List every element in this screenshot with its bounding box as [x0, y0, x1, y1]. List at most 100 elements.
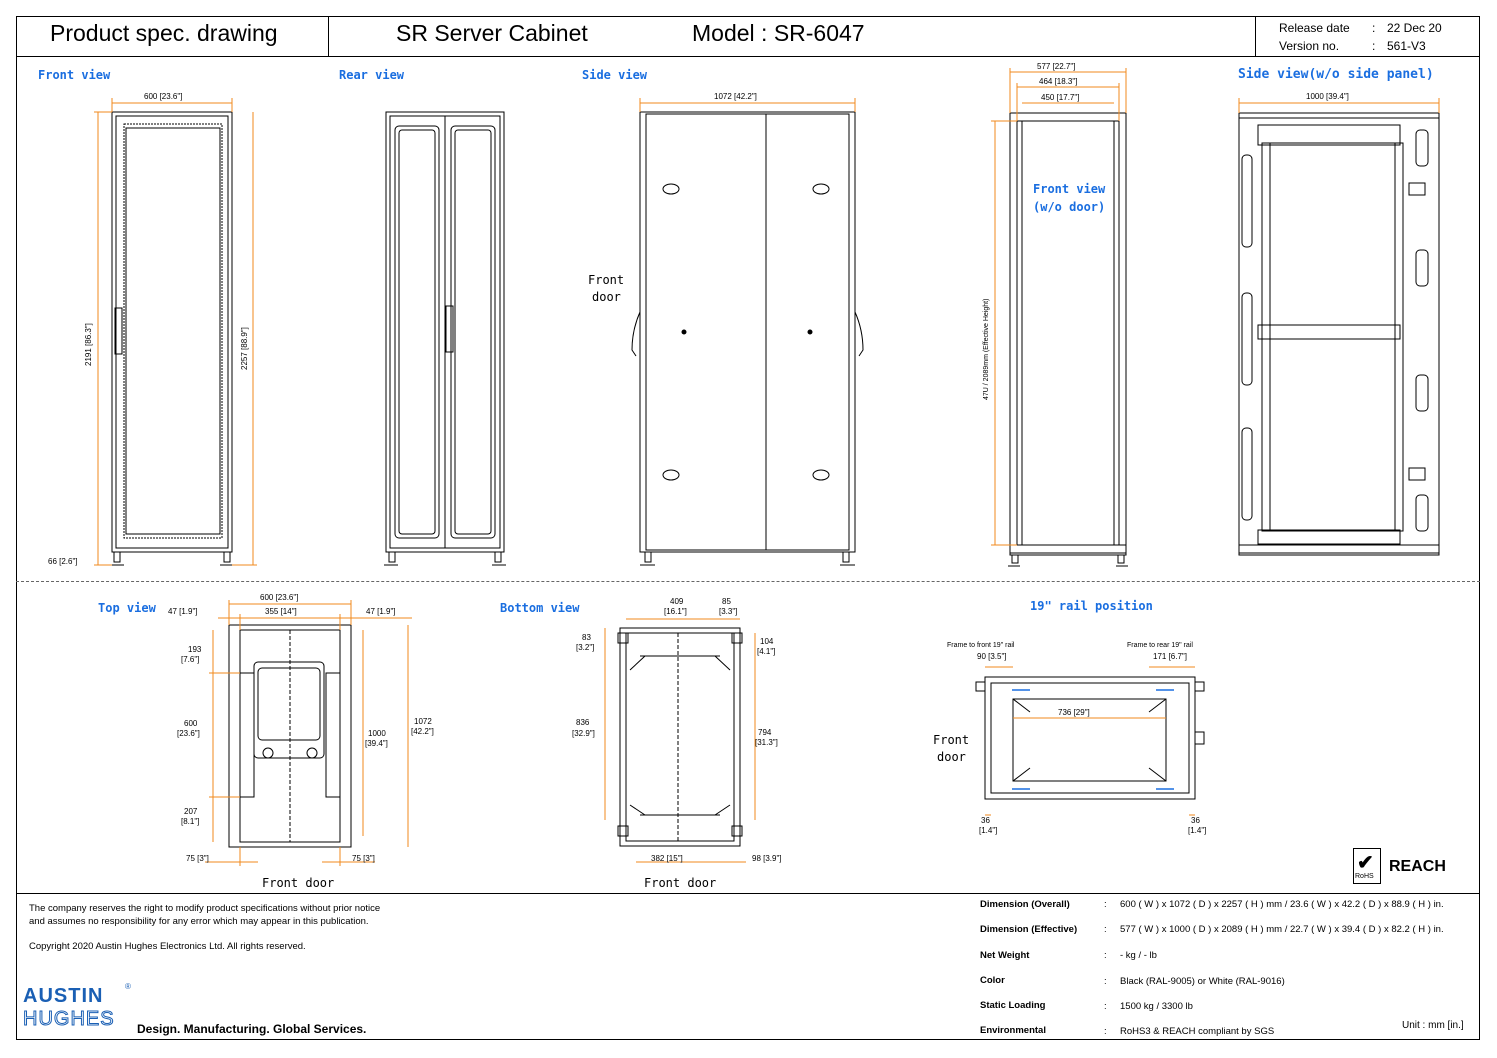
dim-text: 2191 [86.3"]: [84, 323, 93, 366]
dim-text: 75 [3"]: [352, 854, 375, 863]
dim-text: 409: [670, 597, 684, 606]
dim-text: 207: [184, 807, 198, 816]
version-sep: :: [1372, 39, 1376, 53]
dim-text: Frame to front 19" rail: [947, 642, 1015, 649]
dim-text: 171 [6.7"]: [1153, 652, 1187, 661]
dim-text: 36: [1191, 816, 1200, 825]
rohs-icon: ✔ RoHS: [1353, 848, 1381, 884]
dim-text: 600: [184, 719, 198, 728]
version-value: 561-V3: [1387, 39, 1426, 53]
bottom-view-label: Bottom view: [500, 601, 580, 615]
section-divider: [16, 581, 1480, 582]
spec-sep: :: [1104, 899, 1107, 910]
logo-registered: ®: [125, 982, 131, 991]
dim-text: [8.1"]: [181, 817, 200, 826]
rail-front-label: Front: [933, 733, 970, 747]
spec-value: - kg / - lb: [1120, 950, 1157, 961]
header-divider: [1255, 16, 1256, 57]
logo-austin: AUSTIN: [23, 985, 104, 1007]
dim-text: [1.4"]: [1188, 826, 1207, 835]
spec-label: Dimension (Overall): [980, 899, 1070, 910]
side-view-no-panel-label: Side view(w/o side panel): [1238, 67, 1434, 82]
spec-label: Dimension (Effective): [980, 924, 1078, 935]
dim-text: 47 [1.9"]: [168, 607, 198, 616]
release-sep: :: [1372, 21, 1376, 35]
front-view-no-door-label: Front view: [1033, 182, 1106, 196]
spec-value: 1500 kg / 3300 lb: [1120, 1001, 1193, 1012]
bottom-front-door-label: Front door: [644, 876, 717, 890]
dim-text: [16.1"]: [664, 607, 687, 616]
spec-sep: :: [1104, 1026, 1107, 1037]
dim-text: [7.6"]: [181, 655, 200, 664]
doc-title: Product spec. drawing: [50, 20, 278, 46]
spec-value: 600 ( W ) x 1072 ( D ) x 2257 ( H ) mm /…: [1120, 899, 1444, 910]
header-bar: [16, 16, 1480, 57]
dim-text: 1000 [39.4"]: [1306, 92, 1349, 101]
sheet-border: [16, 16, 1480, 1040]
side-view-no-panel-cabinet: [1238, 112, 1440, 556]
spec-sep: :: [1104, 976, 1107, 987]
side-view-label: Side view: [582, 68, 648, 82]
spec-value: Black (RAL-9005) or White (RAL-9016): [1120, 976, 1285, 987]
rail-door-label: door: [937, 750, 966, 764]
release-value: 22 Dec 20: [1387, 21, 1442, 35]
dim-text: 47 [1.9"]: [366, 607, 396, 616]
dim-text: 736 [29"]: [1058, 708, 1090, 717]
rear-view-cabinet: [384, 111, 506, 566]
dim-text: 2257 [88.9"]: [240, 327, 249, 370]
dim-text: 1072: [414, 717, 432, 726]
front-view-label: Front view: [38, 68, 111, 82]
footer-divider: [16, 893, 1480, 894]
front-view-cabinet: [110, 111, 234, 566]
rail-markers: [1012, 689, 1174, 790]
spec-label: Net Weight: [980, 950, 1030, 961]
dim-text: [32.9"]: [572, 729, 595, 738]
header-divider: [328, 16, 329, 57]
dim-text: [39.4"]: [365, 739, 388, 748]
dimension-lines: [94, 68, 1440, 866]
side-front-label: Front: [588, 273, 625, 287]
dim-text: 1000: [368, 729, 386, 738]
dim-text: 1072 [42.2"]: [714, 92, 757, 101]
dim-text: 90 [3.5"]: [977, 652, 1007, 661]
dim-text: 836: [576, 718, 590, 727]
dim-text: 75 [3"]: [186, 854, 209, 863]
spec-sep: :: [1104, 1001, 1107, 1012]
dim-text: 355 [14"]: [265, 607, 297, 616]
front-view-no-door-cabinet: [1008, 112, 1128, 567]
model-number: Model : SR-6047: [692, 20, 865, 46]
dim-text: 450 [17.7"]: [1041, 93, 1080, 102]
tagline: Design. Manufacturing. Global Services.: [137, 1022, 367, 1036]
product-name: SR Server Cabinet: [396, 20, 588, 46]
spec-value: RoHS3 & REACH compliant by SGS: [1120, 1026, 1275, 1037]
dim-text: 577 [22.7"]: [1037, 62, 1076, 71]
dim-text: 794: [758, 728, 772, 737]
side-door-label: door: [592, 290, 621, 304]
disclaimer-line-1: The company reserves the right to modify…: [29, 903, 381, 914]
unit-note: Unit : mm [in.]: [1402, 1020, 1464, 1031]
dim-text: 98 [3.9"]: [752, 854, 782, 863]
side-view-cabinet: [631, 111, 864, 566]
dim-text: Frame to rear 19" rail: [1127, 642, 1193, 649]
dim-text: 464 [18.3"]: [1039, 77, 1078, 86]
dim-text: [3.2"]: [576, 643, 595, 652]
spec-label: Static Loading: [980, 1000, 1046, 1011]
rear-view-label: Rear view: [339, 68, 405, 82]
dim-text: 36: [981, 816, 990, 825]
dim-text: 83: [582, 633, 591, 642]
logo-hughes: HUGHES: [23, 1008, 115, 1031]
spec-sep: :: [1104, 950, 1107, 961]
dim-text: [1.4"]: [979, 826, 998, 835]
dim-text: 600 [23.6"]: [260, 593, 299, 602]
top-view-outline: [228, 624, 352, 848]
release-label: Release date: [1279, 21, 1350, 35]
top-view-label: Top view: [98, 601, 156, 615]
dim-text: [31.3"]: [755, 738, 778, 747]
rail-position-outline: [975, 676, 1205, 800]
spec-label: Environmental: [980, 1025, 1046, 1036]
dim-text: 85: [722, 597, 731, 606]
disclaimer-line-2: and assumes no responsibility for any er…: [29, 916, 369, 927]
dim-text: 47U / 2089mm (Effective Height): [983, 298, 990, 400]
spec-label: Color: [980, 975, 1005, 986]
